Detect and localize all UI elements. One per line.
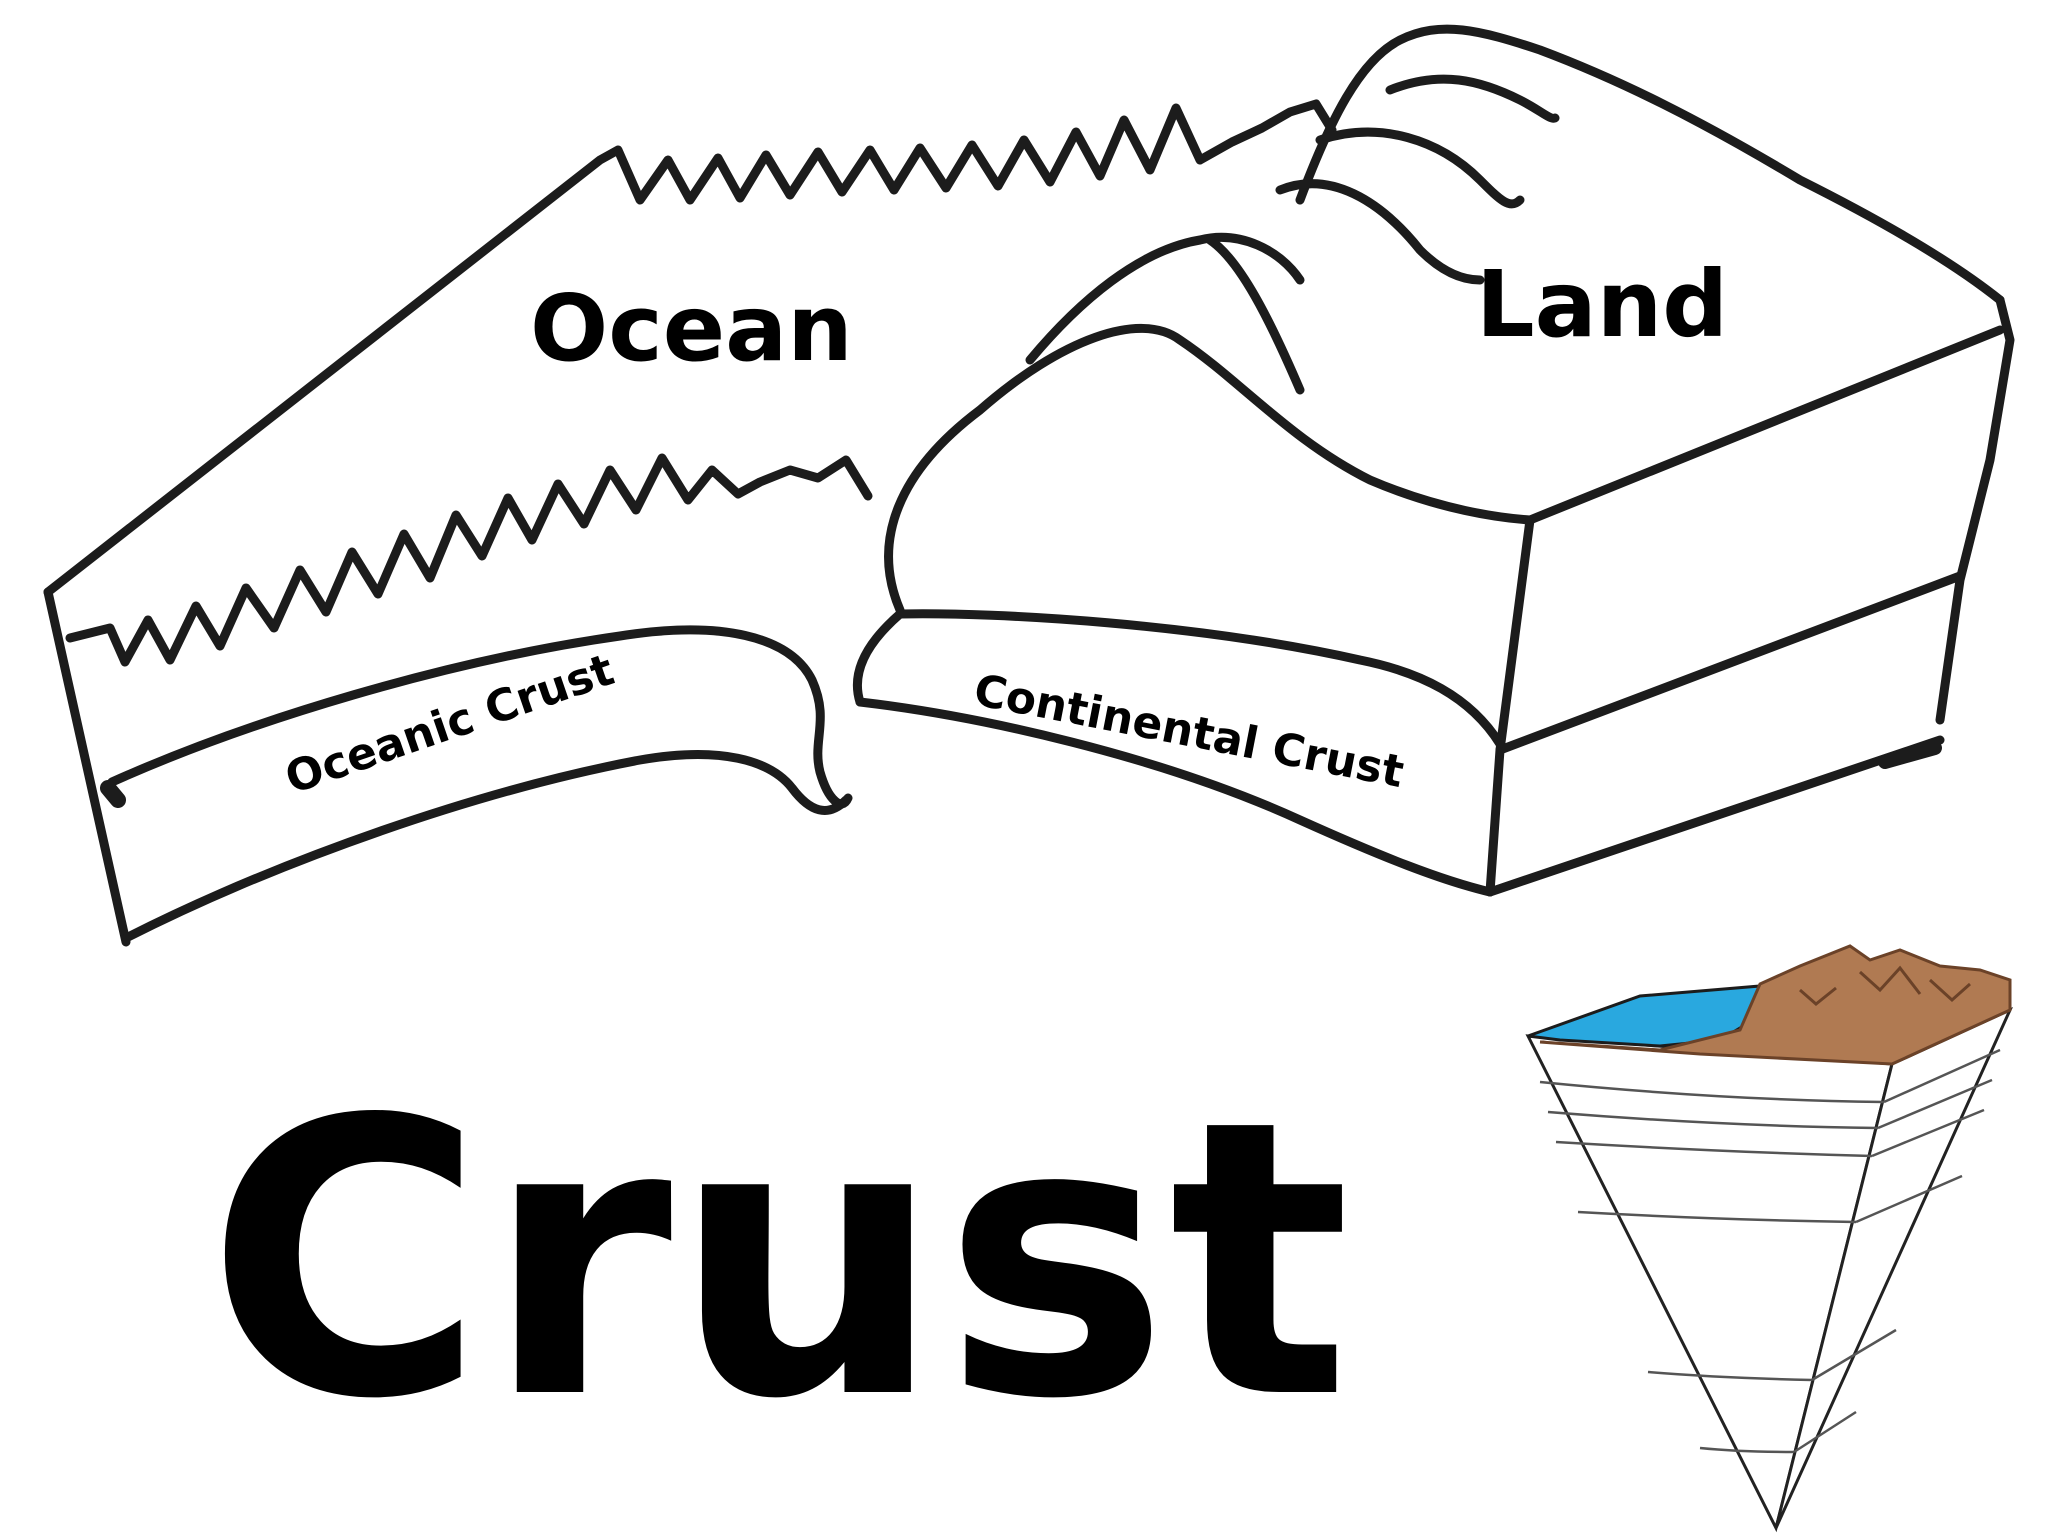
earth-wedge-illustration [1525, 944, 2014, 1533]
continental-crust-joint [852, 609, 905, 707]
land-fold-line-4 [1385, 74, 1560, 123]
land-label: Land [1476, 251, 1728, 358]
land-fold-line-3 [1315, 127, 1525, 209]
land-fold-line-1 [1205, 235, 1305, 395]
continent-dome [884, 323, 1535, 615]
land-fold-line-2 [1275, 179, 1485, 285]
land-block-top-edge [1525, 325, 2005, 525]
land-block-right-edge [1935, 295, 2015, 725]
ocean-surface-line [43, 99, 1337, 597]
continent-inner-contour [1025, 232, 1305, 365]
block-diagram: Ocean Land Oceanic Crust Continental Cru… [43, 24, 2015, 947]
page-title: Crust [206, 1039, 1351, 1482]
ocean-wave-line [65, 453, 873, 667]
continental-crust-bottom [855, 697, 1495, 897]
oceanic-crust-bottom [121, 750, 851, 943]
slab-left-edge [43, 587, 131, 947]
land-block-corner-mark [1878, 741, 1942, 769]
land-block-bottom-edge [1485, 735, 1945, 897]
land-block-front-edge [1485, 515, 1535, 897]
oceanic-crust-top [107, 625, 853, 809]
land-block-middle-line [1495, 571, 1965, 755]
continental-crust-top [895, 609, 1505, 749]
land-ridge-outline [1295, 24, 2005, 305]
slab-end-mark [100, 780, 126, 808]
ocean-label: Ocean [530, 275, 853, 382]
